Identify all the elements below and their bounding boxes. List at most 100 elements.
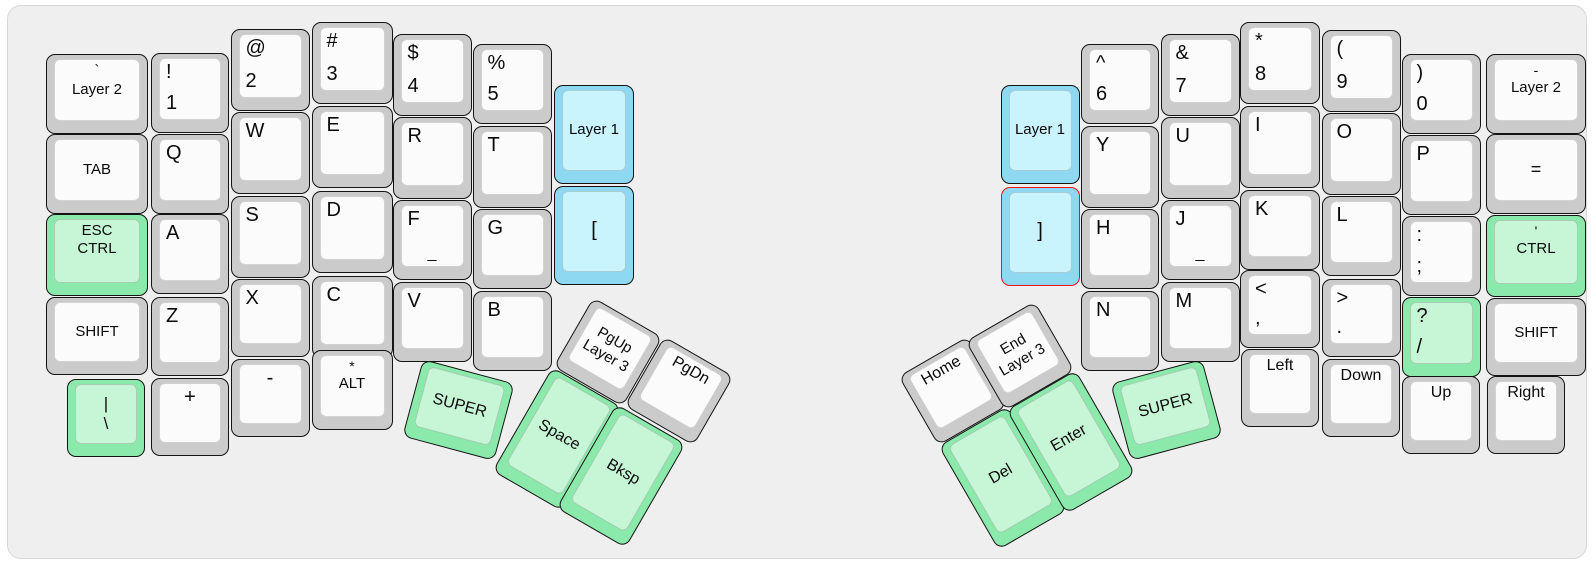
key-j[interactable]: J_ [1160,200,1240,280]
key-label-group: SUPER [1120,367,1210,445]
key-label: ' [1534,223,1538,239]
keycap-top: &7 [1168,39,1232,103]
key-t[interactable]: T [472,126,552,208]
key-amp-7[interactable]: &7 [1160,34,1240,116]
key-excl-1[interactable]: !1 [151,53,229,133]
key-colon-semicolon[interactable]: :; [1401,216,1481,296]
key-shift-right[interactable]: SHIFT [1486,298,1586,376]
key-percent-5[interactable]: %5 [472,44,552,124]
key-dollar-4[interactable]: $4 [392,34,472,116]
keycap-top: [ [562,190,626,272]
key-label: Layer 2 [1510,78,1562,96]
key-left-bracket[interactable]: [ [554,185,634,285]
key-p[interactable]: P [1401,135,1481,215]
key-y[interactable]: Y [1081,126,1159,208]
key-label-group: + [160,386,220,410]
key-f[interactable]: F_ [392,200,472,280]
key-label: + [184,386,196,408]
keycap-top: I [1248,111,1312,175]
key-label: [ [591,219,597,242]
key-s[interactable]: S [230,196,310,278]
key-label: ( [1336,38,1344,60]
key-label: 1 [166,92,178,115]
key-u[interactable]: U [1160,117,1240,199]
key-hash-3[interactable]: #3 [311,22,393,104]
key-l[interactable]: L [1321,196,1401,276]
key-label: . [1336,316,1343,339]
key-shift-left[interactable]: SHIFT [46,297,148,375]
key-label-group: - [240,367,301,391]
key-minus-layer2[interactable]: -Layer 2 [1486,54,1586,134]
key-star-alt[interactable]: *ALT [311,350,393,430]
key-right-bracket[interactable]: ] [1000,186,1080,286]
key-layer1-left[interactable]: Layer 1 [554,84,634,184]
keycap-top: -Layer 2 [1494,59,1578,121]
key-right-key[interactable]: Right [1487,376,1565,454]
key-v[interactable]: V [392,282,472,362]
key-label: @ [245,37,266,59]
key-down-key[interactable]: Down [1322,359,1400,437]
key-i[interactable]: I [1240,106,1320,188]
key-h[interactable]: H [1081,209,1159,289]
key-lt-comma[interactable]: <, [1240,270,1320,348]
key-g[interactable]: G [472,209,552,289]
key-w[interactable]: W [230,112,310,194]
key-label: / [1416,336,1423,359]
key-d[interactable]: D [311,191,393,273]
key-minus[interactable]: - [230,359,310,437]
key-label-group: 'CTRL [1495,223,1577,257]
key-super-right[interactable]: SUPER [1109,359,1223,461]
key-x[interactable]: X [230,279,310,357]
key-tab[interactable]: TAB [46,134,148,214]
key-left-key[interactable]: Left [1241,349,1319,427]
key-pipe-backslash[interactable]: |\ [67,379,145,457]
key-label: SHIFT [75,323,119,341]
key-label: # [326,30,338,52]
key-z[interactable]: Z [151,296,229,376]
key-r[interactable]: R [392,117,472,199]
keycap-top: T [480,131,544,195]
key-k[interactable]: K [1240,190,1320,270]
keycap-top: V [400,287,464,349]
key-label: 5 [487,83,499,106]
key-label: - [266,367,274,389]
key-label-group: TAB [55,140,139,200]
key-label: ESC [81,222,113,239]
key-label: SUPER [430,389,489,421]
key-label: B [487,299,501,321]
key-gt-period[interactable]: >. [1321,279,1401,357]
key-m[interactable]: M [1160,282,1240,362]
key-up-key[interactable]: Up [1402,376,1480,454]
key-label-group: Down [1331,367,1391,386]
key-a[interactable]: A [151,214,229,294]
key-quote-ctrl[interactable]: 'CTRL [1486,215,1586,297]
key-label: ? [1416,305,1428,327]
keycap-top: Up [1410,381,1472,441]
keycap-top: K [1248,195,1312,257]
key-e[interactable]: E [311,106,393,188]
key-star-8[interactable]: *8 [1240,22,1320,104]
key-o[interactable]: O [1321,113,1401,195]
key-plus[interactable]: + [151,378,229,456]
key-question-slash[interactable]: ?/ [1401,297,1481,377]
key-q[interactable]: Q [151,134,229,214]
key-caret-6[interactable]: ^6 [1081,44,1159,124]
key-b[interactable]: B [472,291,552,371]
key-label: Right [1507,384,1545,401]
key-c[interactable]: C [311,276,393,358]
key-grave-layer2[interactable]: `Layer 2 [46,54,148,134]
key-label: U [1175,125,1190,147]
key-at-2[interactable]: @2 [230,29,310,111]
key-super-left[interactable]: SUPER [401,359,515,461]
key-layer1-right[interactable]: Layer 1 [1000,84,1080,184]
key-n[interactable]: N [1081,291,1159,371]
key-equals[interactable]: = [1486,134,1586,214]
key-rparen-0[interactable]: )0 [1401,54,1481,134]
key-lparen-9[interactable]: (9 [1321,30,1401,112]
keycap-top: Y [1089,131,1151,195]
keycap-top: - [238,364,302,424]
key-label: & [1175,42,1189,64]
